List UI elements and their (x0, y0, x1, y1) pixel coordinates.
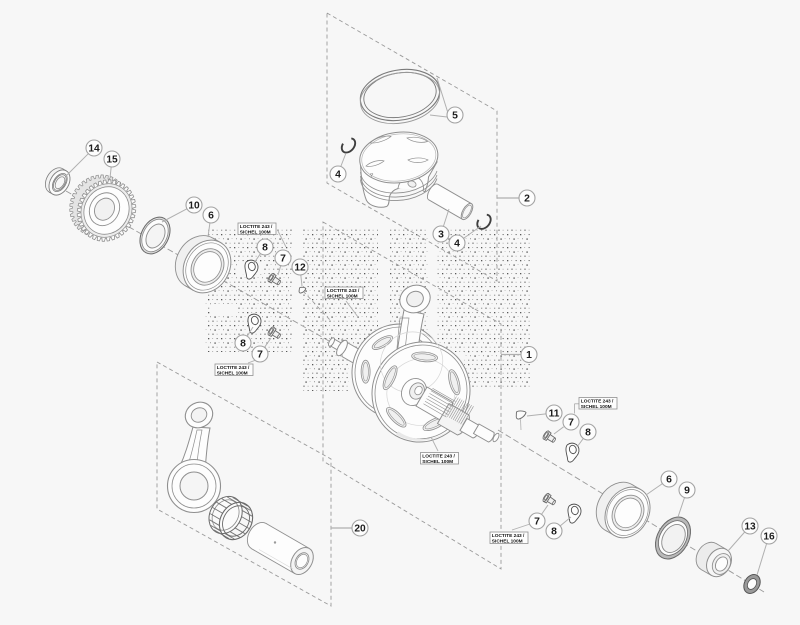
svg-text:SICHEL 100M: SICHEL 100M (581, 404, 612, 410)
svg-text:15: 15 (106, 155, 118, 166)
svg-text:SICHEL 100M: SICHEL 100M (327, 293, 358, 299)
svg-text:SICHEL 100M: SICHEL 100M (217, 370, 248, 376)
svg-text:P: P (370, 172, 376, 179)
svg-text:8: 8 (262, 243, 268, 254)
svg-text:LOCTITE 243 /: LOCTITE 243 / (581, 398, 614, 404)
svg-text:5: 5 (452, 111, 458, 122)
svg-text:8: 8 (551, 527, 557, 538)
svg-text:6: 6 (666, 475, 672, 486)
svg-text:LOCTITE 243 /: LOCTITE 243 / (240, 224, 273, 230)
svg-text:11: 11 (549, 409, 560, 420)
svg-text:SICHEL 100M: SICHEL 100M (240, 229, 271, 235)
svg-text:14: 14 (88, 144, 100, 155)
svg-text:3: 3 (438, 230, 444, 241)
svg-text:7: 7 (257, 350, 263, 361)
svg-text:20: 20 (354, 524, 366, 535)
svg-text:7: 7 (568, 418, 574, 429)
svg-text:4: 4 (454, 239, 460, 250)
svg-text:7: 7 (534, 517, 540, 528)
svg-text:8: 8 (240, 339, 246, 350)
svg-text:10: 10 (188, 201, 200, 212)
svg-text:LOCTITE 243 /: LOCTITE 243 / (217, 365, 250, 371)
svg-text:LOCTITE 243 /: LOCTITE 243 / (492, 533, 525, 539)
svg-text:SICHEL 100M: SICHEL 100M (492, 538, 523, 544)
svg-text:2: 2 (524, 194, 530, 205)
svg-text:8: 8 (585, 428, 591, 439)
svg-text:6: 6 (208, 211, 214, 222)
svg-text:4: 4 (335, 170, 341, 181)
svg-text:16: 16 (763, 532, 775, 543)
svg-text:1: 1 (526, 350, 532, 361)
svg-text:7: 7 (280, 254, 286, 265)
svg-text:SICHEL 100M: SICHEL 100M (422, 459, 453, 465)
svg-text:LOCTITE 243 /: LOCTITE 243 / (327, 288, 360, 294)
svg-text:13: 13 (744, 522, 756, 533)
svg-text:9: 9 (684, 486, 690, 497)
svg-text:12: 12 (294, 263, 306, 274)
svg-text:LOCTITE 243 /: LOCTITE 243 / (422, 453, 455, 459)
